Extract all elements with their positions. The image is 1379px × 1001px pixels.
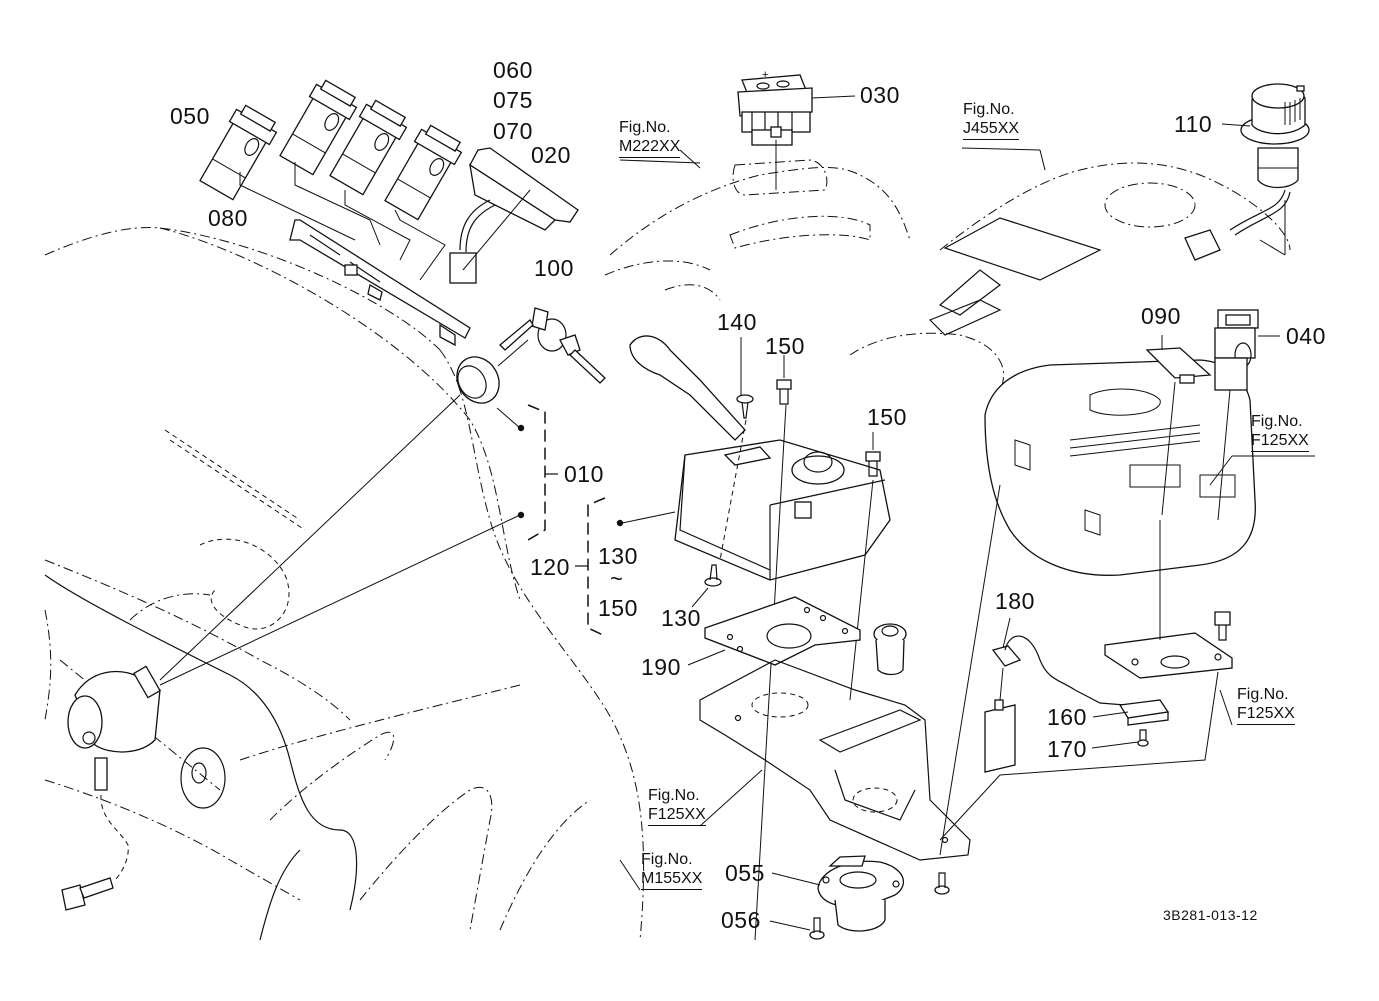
screw-056: [809, 917, 825, 940]
svg-text:+: +: [762, 69, 768, 81]
switch-055: [817, 855, 905, 932]
switch-050: [199, 104, 278, 201]
range-label-end-150: 150: [598, 595, 638, 621]
cover-090: [1145, 347, 1212, 384]
part-label-150-right: 150: [867, 404, 907, 430]
part-label-150-top: 150: [765, 333, 805, 359]
figure-reference-f125xx-top[interactable]: Fig.No. F125XX: [1251, 412, 1309, 452]
combination-switch-120: [629, 335, 891, 581]
part-label-060: 060: [493, 57, 533, 83]
figure-reference-prefix: Fig.No.: [1237, 686, 1289, 703]
bracket-plate: [1104, 611, 1233, 679]
part-label-040: 040: [1286, 323, 1326, 349]
switch-060: [279, 79, 358, 176]
ignition-switch-010: [61, 665, 161, 911]
figure-reference-f125xx-bottom[interactable]: Fig.No. F125XX: [648, 786, 706, 826]
part-label-190: 190: [641, 654, 681, 680]
screw-plate: [934, 872, 950, 895]
figure-reference-m222xx[interactable]: Fig.No. M222XX: [619, 118, 681, 158]
keys-100: [499, 307, 606, 384]
gasket-190: [704, 596, 861, 666]
switch-160: [1074, 689, 1170, 726]
figure-reference-prefix: Fig.No.: [648, 787, 700, 804]
part-label-080: 080: [208, 205, 248, 231]
switch-070: [384, 124, 463, 221]
base-plate: [699, 659, 971, 861]
figure-reference-code: J455XX: [963, 119, 1020, 140]
part-label-180: 180: [995, 588, 1035, 614]
document-id: 3B281-013-12: [1163, 907, 1258, 923]
switch-040: [1214, 309, 1259, 391]
figure-reference-prefix: Fig.No.: [641, 851, 693, 868]
range-label-start-130: 130: [598, 543, 638, 569]
figure-reference-m155xx[interactable]: Fig.No. M155XX: [641, 850, 703, 890]
group-label-120: 120: [530, 554, 570, 580]
screw-130: [704, 564, 722, 587]
bracket-080: [289, 219, 471, 347]
part-label-110: 110: [1174, 111, 1213, 137]
part-label-130: 130: [661, 605, 701, 631]
figure-reference-code: F125XX: [1251, 431, 1309, 452]
console-panel-j455-outline: [849, 149, 1291, 391]
part-label-075: 075: [493, 87, 533, 113]
part-label-140: 140: [717, 309, 757, 335]
screw-150-b: [865, 451, 881, 477]
part-label-050: 050: [170, 103, 210, 129]
nut-010: [456, 356, 500, 404]
screw-140: [736, 394, 754, 419]
figure-reference-code: F125XX: [1237, 704, 1295, 725]
figure-reference-j455xx[interactable]: Fig.No. J455XX: [963, 100, 1020, 140]
part-180: [984, 635, 1076, 773]
group-label-010: 010: [564, 461, 604, 487]
rocker-switch-030: +: [737, 69, 813, 146]
figure-reference-code: F125XX: [648, 805, 706, 826]
display-panel-020: [449, 147, 579, 284]
figure-reference-f125xx-right[interactable]: Fig.No. F125XX: [1237, 685, 1295, 725]
console-panel-m222-outline: [604, 149, 911, 301]
switch-panel-housing: [984, 359, 1256, 576]
figure-reference-prefix: Fig.No.: [1251, 413, 1303, 430]
part-label-055: 055: [725, 860, 765, 886]
part-label-160: 160: [1047, 704, 1087, 730]
part-label-090: 090: [1141, 303, 1181, 329]
part-label-056: 056: [721, 907, 761, 933]
rotary-switch-110: [1184, 83, 1310, 261]
dashboard-panel-outline: [44, 227, 645, 941]
screw-170: [1137, 729, 1149, 747]
figure-reference-code: M155XX: [641, 869, 703, 890]
figure-reference-code: M222XX: [619, 137, 681, 158]
part-label-100: 100: [534, 255, 574, 281]
socket: [873, 623, 907, 676]
figure-reference-prefix: Fig.No.: [619, 119, 671, 136]
part-label-070: 070: [493, 118, 533, 144]
part-label-020: 020: [531, 142, 571, 168]
part-label-030: 030: [860, 82, 900, 108]
screw-150-a: [776, 379, 792, 405]
figure-reference-prefix: Fig.No.: [963, 101, 1015, 118]
part-label-170: 170: [1047, 736, 1087, 762]
switch-075: [329, 99, 408, 196]
range-symbol: ~: [610, 566, 623, 591]
group-bracket-010: [527, 404, 546, 541]
